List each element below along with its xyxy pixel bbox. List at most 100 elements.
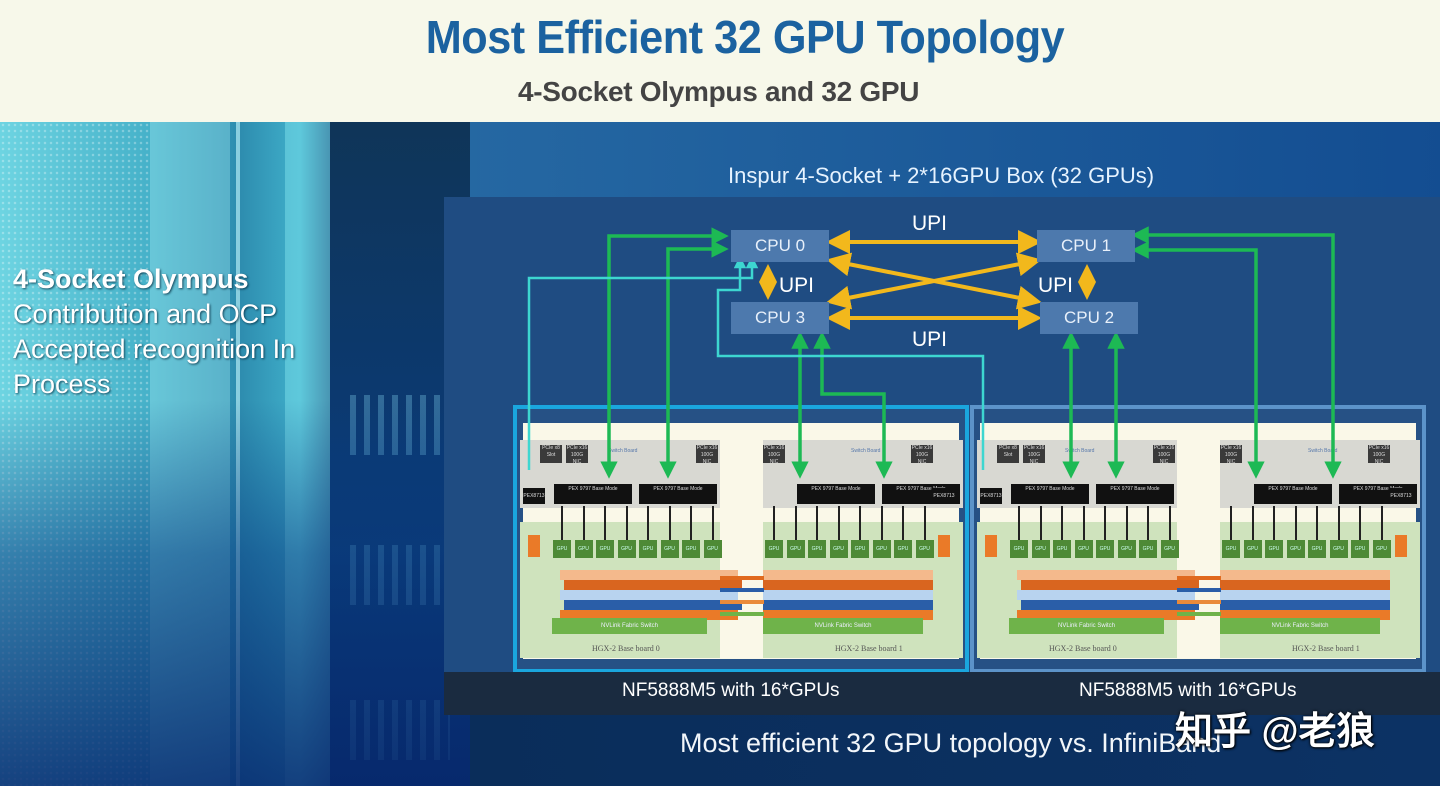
pcie-lane	[1039, 506, 1042, 540]
pex8713-chip: PEX8713	[1390, 488, 1412, 504]
gpu: GPU	[894, 540, 912, 558]
gpu: GPU	[639, 540, 657, 558]
nvlink-fabric-switch: NVLink Fabric Switch	[1220, 618, 1380, 634]
gpu: GPU	[1010, 540, 1028, 558]
nic-slot: PCIe x16 100G NIC	[911, 445, 933, 465]
pcie-lane	[1125, 506, 1128, 540]
pcie-lane	[582, 506, 585, 540]
pcie-lane	[711, 506, 714, 540]
nvlink-bar	[560, 610, 738, 620]
nvlink-bridge	[720, 600, 764, 604]
hgx-board-label: HGX-2 Base board 0	[592, 644, 660, 653]
gpu: GPU	[1265, 540, 1283, 558]
cpu-0: CPU 0	[731, 230, 829, 262]
pcie-lane	[837, 506, 840, 540]
gpu: GPU	[553, 540, 571, 558]
gpu: GPU	[1117, 540, 1136, 558]
slide-header: Most Efficient 32 GPU Topology 4-Socket …	[0, 0, 1440, 122]
gpu: GPU	[703, 540, 722, 558]
hgx-board-label: HGX-2 Base board 1	[835, 644, 903, 653]
slide-subtitle: 4-Socket Olympus and 32 GPU	[518, 76, 920, 107]
pcie-lane	[1316, 506, 1318, 540]
upi-diamond-right	[1078, 264, 1096, 300]
pex8713-chip: PEX8713	[980, 488, 1002, 504]
gpu: GPU	[851, 540, 869, 558]
pcie-switch	[938, 535, 950, 557]
nvlink-bridge	[1177, 612, 1221, 616]
nvlink-bar	[564, 600, 742, 610]
plx-switch-chip: PEX 9797 Base Mode	[797, 484, 875, 504]
gpu: GPU	[682, 540, 700, 558]
upi-label-left: UPI	[779, 274, 815, 297]
nvlink-bar	[1220, 580, 1390, 590]
nvlink-bar	[1017, 570, 1195, 580]
nvlink-bar	[763, 610, 933, 620]
upi-links	[826, 230, 1042, 330]
gpu: GPU	[617, 540, 636, 558]
gpu: GPU	[574, 540, 593, 558]
pcie-lane	[1230, 506, 1232, 540]
plx-switch-chip: PEX 9797 Base Mode	[1254, 484, 1332, 504]
upi-diamond-left	[759, 264, 777, 300]
nic-slot: PCIe x16 100G NIC	[763, 445, 785, 465]
olympus-line: Contribution and OCP	[13, 299, 278, 329]
pcie-lane	[923, 506, 926, 540]
pcie-lane	[1273, 506, 1275, 540]
watermark: 知乎 @老狼	[1175, 711, 1375, 753]
pcie-lane	[859, 506, 861, 540]
gpu: GPU	[786, 540, 805, 558]
gpu: GPU	[765, 540, 783, 558]
box-caption-left: NF5888M5 with 16*GPUs	[622, 680, 840, 701]
pcie-lane	[1380, 506, 1383, 540]
nic-slot: PCIe x8 Slot	[997, 445, 1019, 463]
gpu: GPU	[1222, 540, 1240, 558]
pcie-lane	[1082, 506, 1085, 540]
nic-slot: PCIe x16 100G NIC	[1023, 445, 1045, 465]
gpu: GPU	[1243, 540, 1262, 558]
pcie-lane	[880, 506, 883, 540]
pcie-lane	[668, 506, 671, 540]
pcie-lane	[1018, 506, 1020, 540]
gpu: GPU	[1031, 540, 1050, 558]
gpu: GPU	[1372, 540, 1391, 558]
nvlink-fabric-switch: NVLink Fabric Switch	[763, 618, 923, 634]
nvlink-bar	[1021, 600, 1199, 610]
nvlink-bar	[763, 580, 933, 590]
nvlink-bar	[1220, 570, 1390, 580]
nvlink-bar	[560, 590, 738, 600]
gpu: GPU	[915, 540, 934, 558]
diagram-heading: Inspur 4-Socket + 2*16GPU Box (32 GPUs)	[728, 163, 1155, 188]
nvlink-bridge	[720, 588, 764, 592]
pcie-lane	[816, 506, 818, 540]
hgx-board-label: HGX-2 Base board 1	[1292, 644, 1360, 653]
gpu: GPU	[1351, 540, 1369, 558]
footer-text: Most efficient 32 GPU topology vs. Infin…	[680, 728, 1222, 758]
nvlink-bar	[763, 590, 933, 600]
gpu: GPU	[1286, 540, 1305, 558]
pcie-lane	[1294, 506, 1297, 540]
pcie-lane	[902, 506, 904, 540]
pcie-lane	[604, 506, 606, 540]
pcie-switch	[528, 535, 540, 557]
nvlink-bridge	[1177, 600, 1221, 604]
nvlink-bar	[1017, 590, 1195, 600]
nvlink-bar	[564, 580, 742, 590]
cpu-2: CPU 2	[1040, 302, 1138, 334]
gpu: GPU	[1160, 540, 1179, 558]
plx-switch-chip: PEX 9797 Base Mode	[639, 484, 717, 504]
caption-bar	[444, 672, 1440, 715]
nvlink-bar	[1220, 590, 1390, 600]
pcie-lane	[647, 506, 649, 540]
nvlink-bridge	[1177, 588, 1221, 592]
nic-slot: PCIe x16 100G NIC	[1368, 445, 1390, 465]
nvlink-bridge	[720, 612, 764, 616]
pcie-lane	[1168, 506, 1171, 540]
pcie-lane	[561, 506, 563, 540]
nvlink-bar	[763, 600, 933, 610]
pcie-lane	[690, 506, 692, 540]
nvlink-fabric-switch: NVLink Fabric Switch	[1009, 618, 1164, 634]
gpu: GPU	[660, 540, 679, 558]
gpu: GPU	[808, 540, 826, 558]
pex8713-chip: PEX8713	[933, 488, 955, 504]
